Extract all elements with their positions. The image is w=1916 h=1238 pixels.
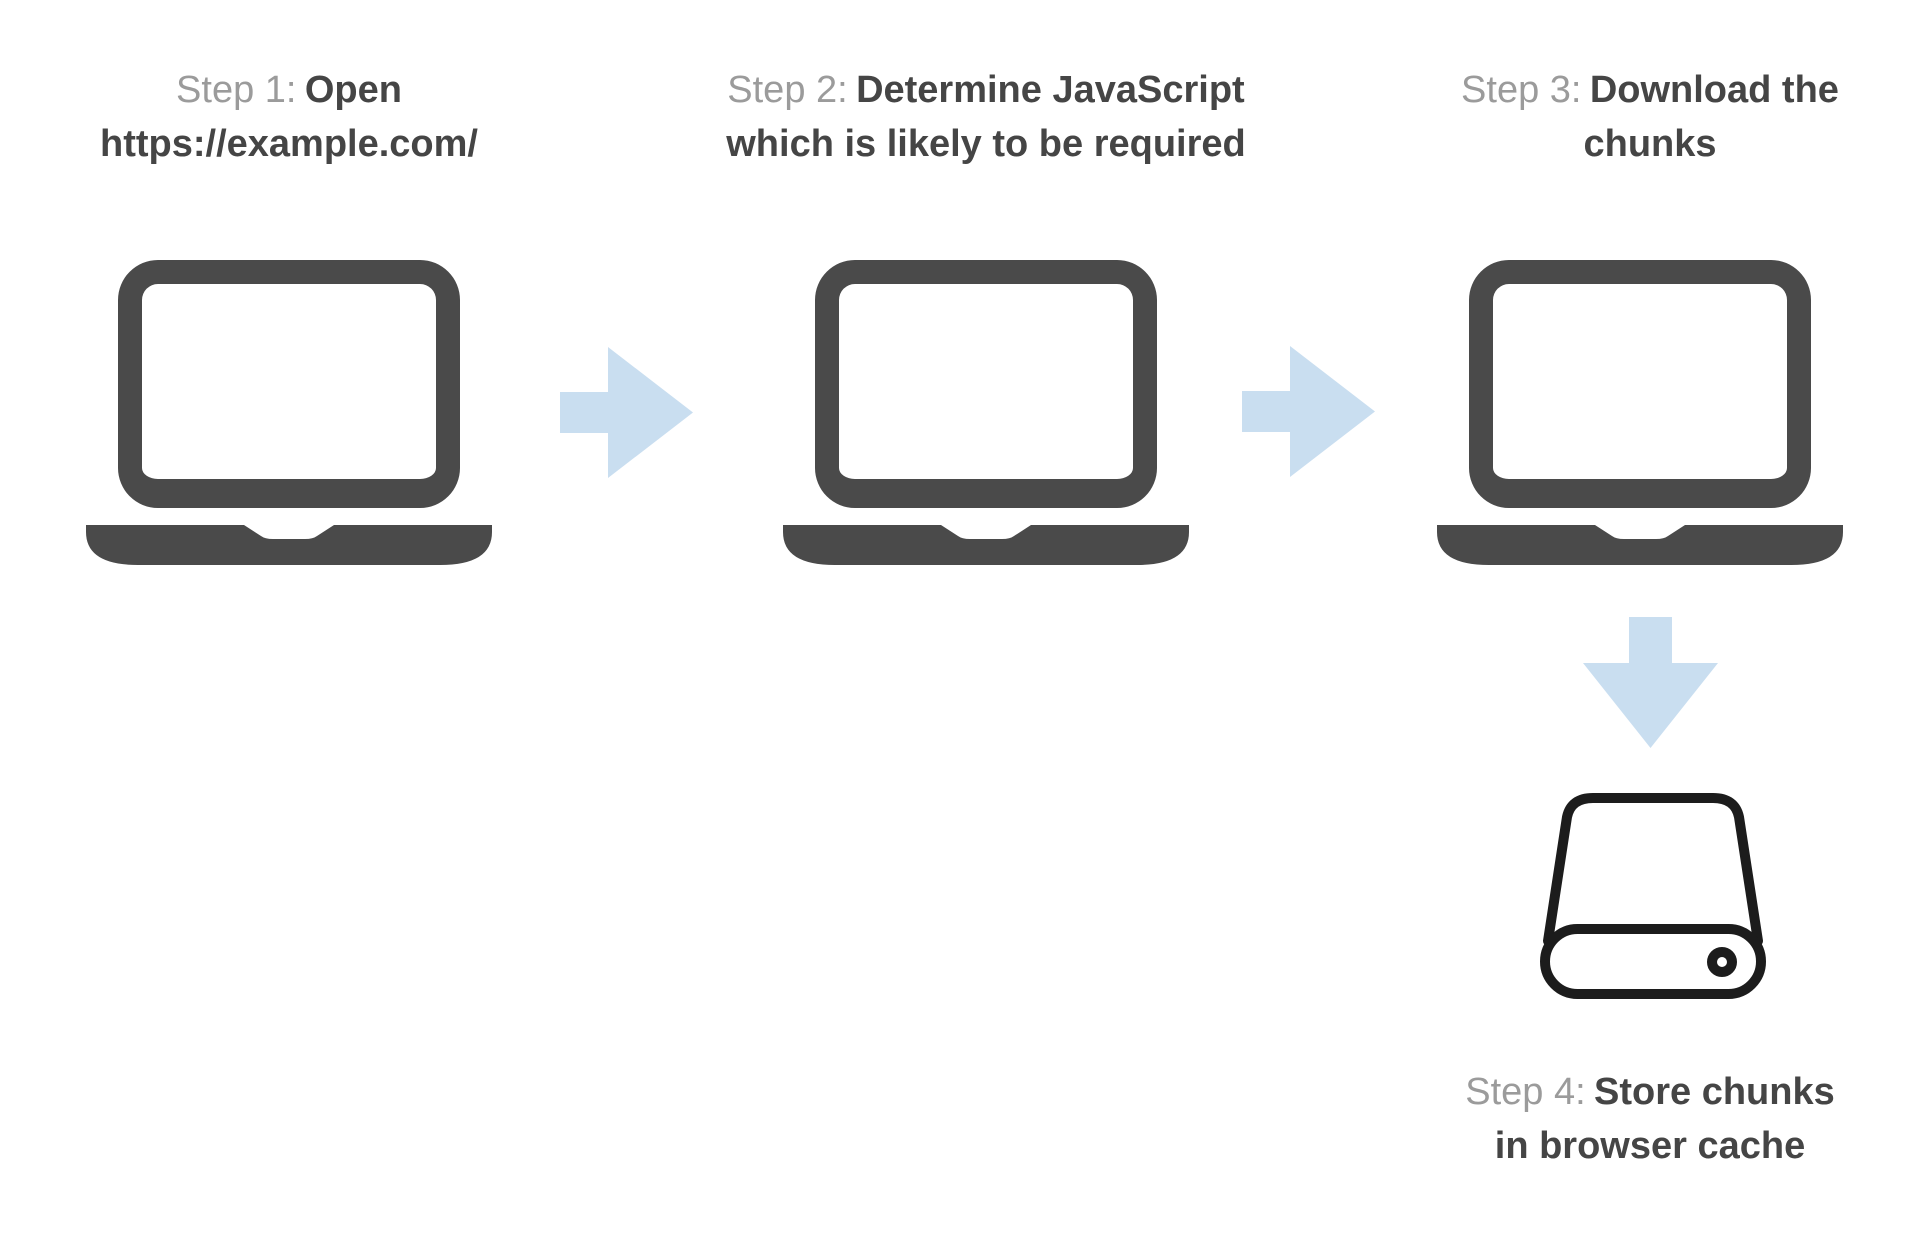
laptop-icon <box>1435 260 1845 565</box>
step-3-label: Step 3: <box>1461 69 1582 111</box>
arrow-down-icon <box>1583 617 1718 748</box>
laptop-base <box>783 525 1189 565</box>
caption-line: chunks <box>1350 117 1916 171</box>
laptop-icon <box>84 260 494 565</box>
step-2-label: Step 2: <box>727 69 848 111</box>
caption-line: in browser cache <box>1350 1119 1916 1173</box>
laptop-screen <box>1469 260 1811 508</box>
caption-line: which is likely to be required <box>666 117 1306 171</box>
step-2-title-line2: which is likely to be required <box>726 123 1246 165</box>
caption-line: Step 1:Open <box>0 63 578 117</box>
caption-line: Step 2:Determine JavaScript <box>666 63 1306 117</box>
caption-line: Step 4:Store chunks <box>1350 1065 1916 1119</box>
step-1-title-line1: Open <box>304 69 402 111</box>
caption-line: https://example.com/ <box>0 117 578 171</box>
laptop-icon <box>781 260 1191 565</box>
step-2-caption: Step 2:Determine JavaScript which is lik… <box>666 63 1306 171</box>
step-1-caption: Step 1:Open https://example.com/ <box>0 63 578 171</box>
arrow-right-icon <box>1242 346 1375 477</box>
step-3-title-line1: Download the <box>1589 69 1839 111</box>
step-1-label: Step 1: <box>176 69 297 111</box>
laptop-base <box>1437 525 1843 565</box>
caption-line: Step 3:Download the <box>1350 63 1916 117</box>
laptop-base <box>86 525 492 565</box>
step-1-title-line2: https://example.com/ <box>100 123 478 165</box>
step-4-caption: Step 4:Store chunks in browser cache <box>1350 1065 1916 1173</box>
laptop-screen <box>815 260 1157 508</box>
step-2-title-line1: Determine JavaScript <box>856 69 1245 111</box>
step-4-title-line1: Store chunks <box>1594 1071 1835 1113</box>
step-3-caption: Step 3:Download the chunks <box>1350 63 1916 171</box>
laptop-screen <box>118 260 460 508</box>
step-4-label: Step 4: <box>1465 1071 1586 1113</box>
hard-drive-icon <box>1540 791 1766 1000</box>
arrow-right-icon <box>560 347 693 478</box>
step-3-title-line2: chunks <box>1583 123 1717 165</box>
step-4-title-line2: in browser cache <box>1494 1125 1806 1167</box>
